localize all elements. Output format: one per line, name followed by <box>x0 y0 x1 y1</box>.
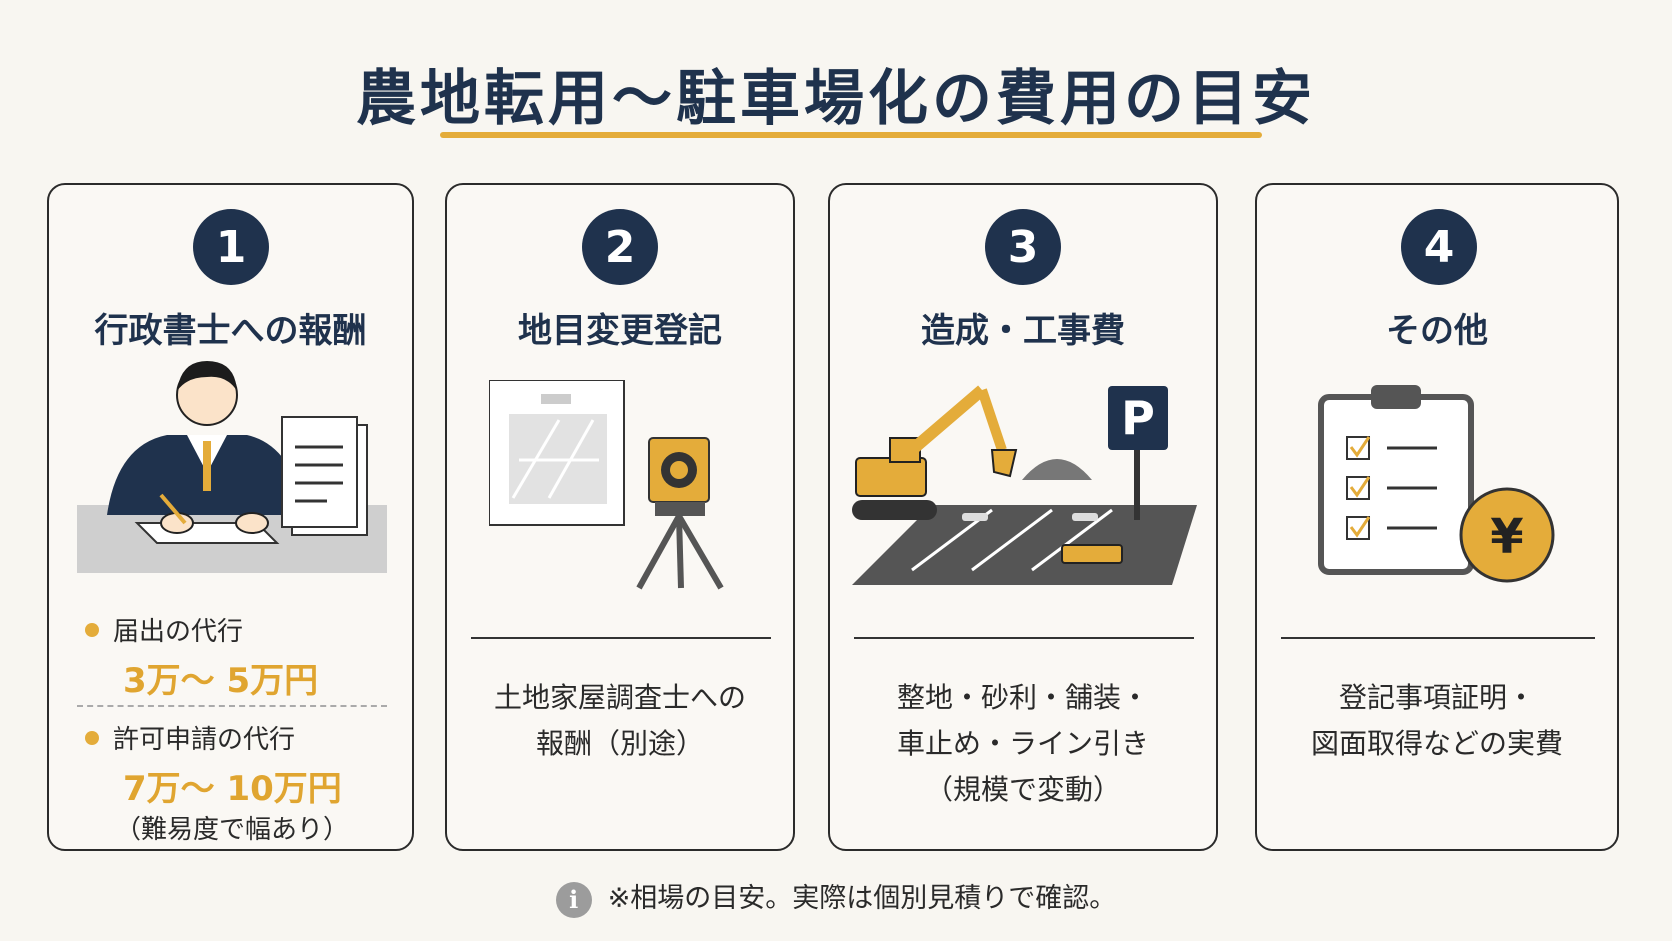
card-admin-scrivener-fee: 1 行政書士への報酬 届出の代行 3万〜 5万円 許可申請の代行 7万〜 10万… <box>47 183 414 851</box>
section-divider <box>471 637 771 639</box>
step-number-badge: 2 <box>582 209 658 285</box>
desc-line: 土地家屋調査士への <box>493 681 746 714</box>
section-divider <box>1281 637 1595 639</box>
list-item: 許可申請の代行 <box>85 719 295 756</box>
title-underline <box>440 132 1262 138</box>
desc-line: （規模で変動） <box>924 773 1121 806</box>
price-range: 3万〜 5万円 <box>123 661 319 701</box>
clipboard-yen-illustration: ¥ <box>1318 385 1555 583</box>
scrivener-illustration <box>77 361 387 573</box>
dashed-divider <box>77 705 387 707</box>
card-title: その他 <box>1386 311 1488 351</box>
card-title: 行政書士への報酬 <box>94 311 367 351</box>
section-divider <box>854 637 1194 639</box>
step-number-badge: 1 <box>193 209 269 285</box>
card-land-category-registration: 2 地目変更登記 土地家屋調査士への 報酬（別途） <box>445 183 795 851</box>
card-description: 登記事項証明・ 図面取得などの実費 <box>1257 675 1617 767</box>
footer-note: i ※相場の目安。実際は個別見積りで確認。 <box>0 876 1672 918</box>
desc-line: 車止め・ライン引き <box>896 727 1149 760</box>
card-description: 土地家屋調査士への 報酬（別途） <box>447 675 793 767</box>
list-item: 届出の代行 <box>85 611 243 648</box>
parking-sign: P <box>1121 391 1155 445</box>
card-construction-cost: 3 造成・工事費 P 整地・砂利・舗装・ 車止め・ライン引き （規模で変動） <box>828 183 1218 851</box>
desc-line: 図面取得などの実費 <box>1310 727 1563 760</box>
bullet-dot <box>85 622 99 637</box>
footer-text: ※相場の目安。実際は個別見積りで確認。 <box>607 883 1117 914</box>
card-title: 造成・工事費 <box>921 311 1125 351</box>
desc-line: 報酬（別途） <box>535 727 704 760</box>
step-number-badge: 4 <box>1401 209 1477 285</box>
survey-illustration <box>489 380 724 590</box>
bullet-dot <box>85 730 99 745</box>
info-icon: i <box>555 881 592 918</box>
card-description: 整地・砂利・舗装・ 車止め・ライン引き （規模で変動） <box>830 675 1216 813</box>
yen-icon: ¥ <box>1490 509 1523 565</box>
card-title: 地目変更登記 <box>518 311 722 351</box>
item-label: 許可申請の代行 <box>113 725 296 755</box>
page-title: 農地転用〜駐車場化の費用の目安 <box>356 64 1316 134</box>
item-label: 届出の代行 <box>113 617 244 647</box>
step-number-badge: 3 <box>985 209 1061 285</box>
price-range: 7万〜 10万円 <box>123 769 342 809</box>
card-other-costs: 4 その他 ¥ 登記事項証明・ 図面取得などの実費 <box>1255 183 1619 851</box>
desc-line: 登記事項証明・ <box>1338 681 1535 714</box>
desc-line: 整地・砂利・舗装・ <box>896 681 1149 714</box>
parking-construction-illustration: P <box>852 385 1197 585</box>
price-note: （難易度で幅あり） <box>115 815 350 845</box>
